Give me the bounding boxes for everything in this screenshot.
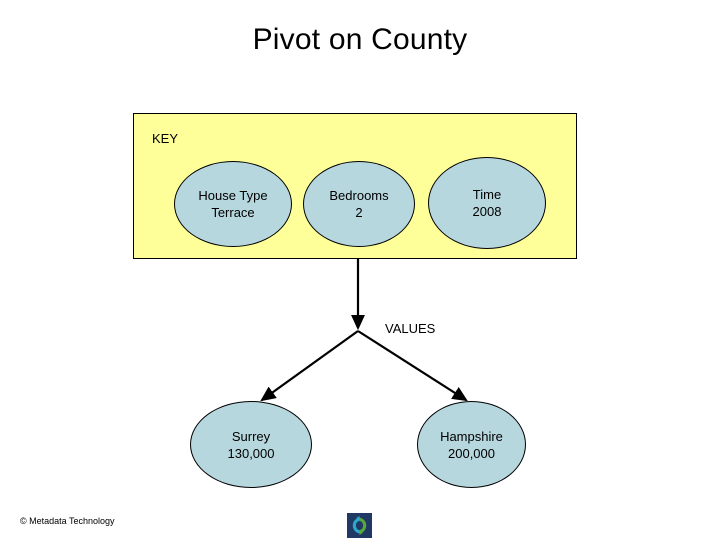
key-node-house-type[interactable]: House Type Terrace <box>174 161 292 247</box>
value-node-surrey[interactable]: Surrey 130,000 <box>190 401 312 488</box>
key-node-time-title: Time <box>472 187 502 202</box>
connector-junction-to-surrey <box>260 330 359 402</box>
key-node-house-type-value: Terrace <box>211 205 255 220</box>
page-title: Pivot on County <box>252 23 468 56</box>
value-node-hampshire-title: Hampshire <box>440 428 503 444</box>
key-node-time[interactable]: Time 2008 <box>428 157 546 249</box>
key-node-time-value: 2008 <box>472 204 502 219</box>
key-node-bedrooms[interactable]: Bedrooms 2 <box>303 161 415 247</box>
key-node-bedrooms-title: Bedrooms <box>329 188 389 203</box>
connector-junction-to-hampshire <box>357 330 468 402</box>
key-node-bedrooms-value: 2 <box>355 205 363 220</box>
key-panel-label: KEY <box>152 131 179 146</box>
value-node-hampshire-value: 200,000 <box>448 445 495 461</box>
key-node-house-type-title: House Type <box>198 188 268 203</box>
value-node-surrey-title: Surrey <box>231 428 271 444</box>
footer-copyright: © Metadata Technology <box>20 516 115 526</box>
value-node-surrey-value: 130,000 <box>227 445 275 461</box>
value-node-hampshire[interactable]: Hampshire 200,000 <box>417 401 526 488</box>
values-label: VALUES <box>385 321 436 336</box>
metadata-technology-logo-icon <box>347 513 372 538</box>
